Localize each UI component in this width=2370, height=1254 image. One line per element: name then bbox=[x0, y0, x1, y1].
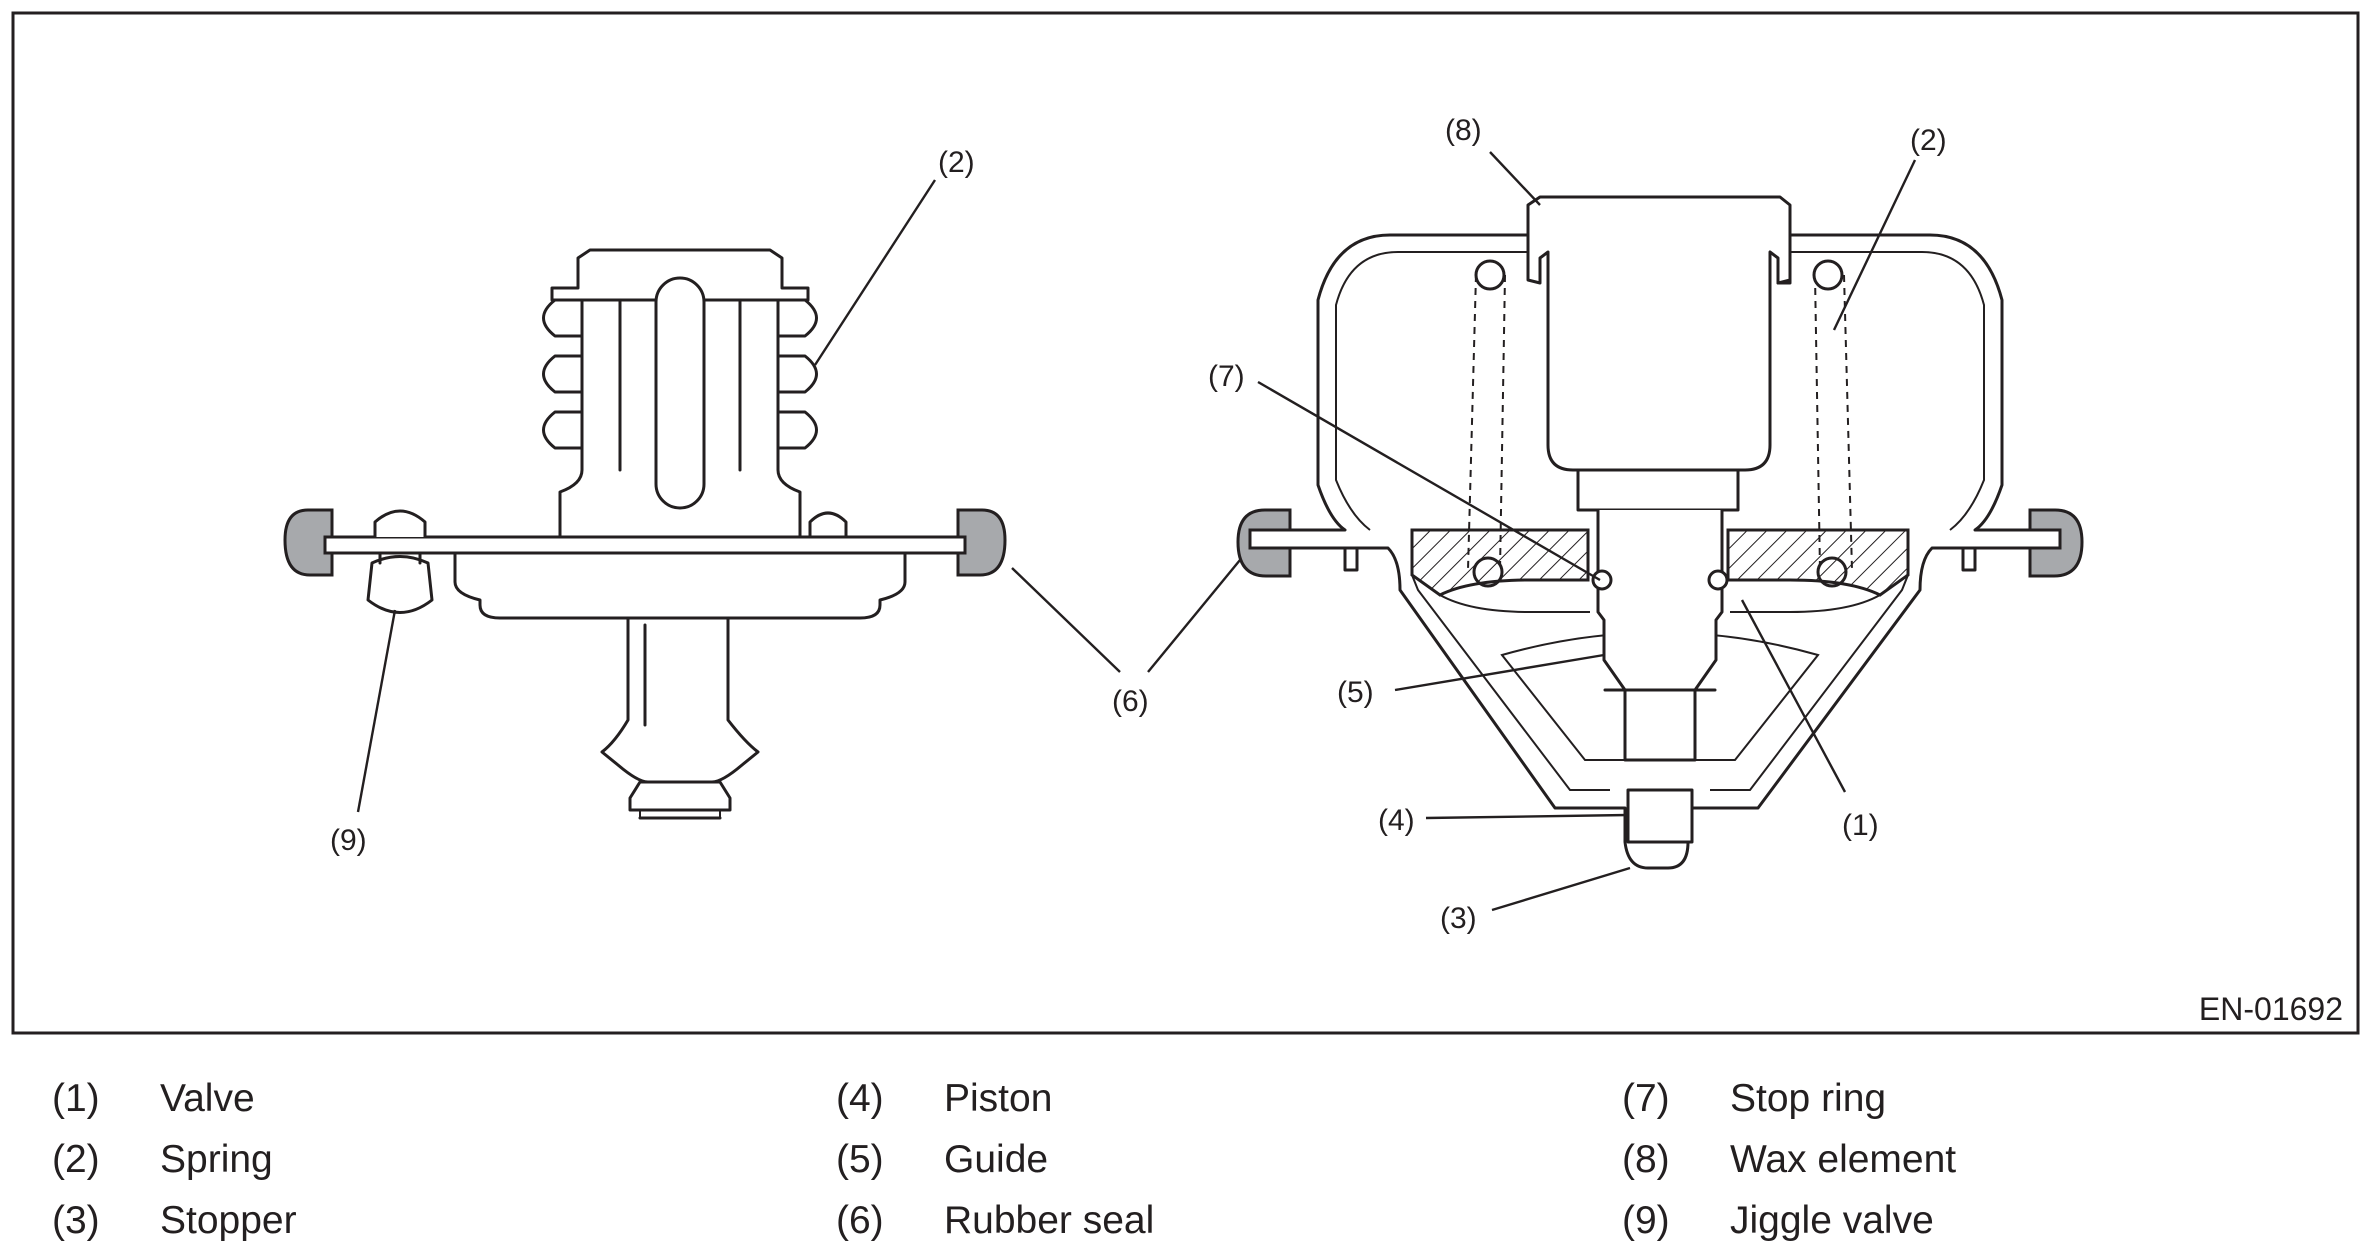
thermostat-section-view bbox=[1236, 195, 2084, 870]
legend-number: (5) bbox=[836, 1138, 884, 1181]
callout-2-right: (2) bbox=[1910, 124, 1947, 157]
jiggle-valve bbox=[366, 509, 434, 614]
wax-element bbox=[1526, 195, 1792, 512]
callout-8: (8) bbox=[1445, 114, 1482, 147]
figure-code: EN-01692 bbox=[2199, 991, 2343, 1027]
figure-frame bbox=[11, 11, 2360, 1035]
callout-4: (4) bbox=[1378, 804, 1415, 837]
legend-label: Stopper bbox=[160, 1199, 297, 1242]
legend-label: Spring bbox=[160, 1138, 273, 1181]
legend-number: (3) bbox=[52, 1199, 100, 1242]
legend-number: (9) bbox=[1622, 1199, 1670, 1242]
legend-number: (8) bbox=[1622, 1138, 1670, 1181]
rubber-seal-left-view-left bbox=[283, 508, 334, 577]
legend-label: Valve bbox=[160, 1077, 255, 1120]
rubber-seal-section-right bbox=[2028, 508, 2084, 578]
stop-ring-left bbox=[1591, 569, 1613, 591]
legend-label: Stop ring bbox=[1730, 1077, 1887, 1120]
callout-1: (1) bbox=[1842, 809, 1879, 842]
callout-3: (3) bbox=[1440, 902, 1477, 935]
legend-number: (1) bbox=[52, 1077, 100, 1120]
legend-label: Guide bbox=[944, 1138, 1049, 1181]
callout-7: (7) bbox=[1208, 360, 1245, 393]
legend-label: Piston bbox=[944, 1077, 1053, 1120]
callout-5: (5) bbox=[1337, 676, 1374, 709]
legend: (1) Valve (2) Spring (3) Stopper (4) Pis… bbox=[0, 1055, 2370, 1245]
legend-label: Jiggle valve bbox=[1730, 1199, 1934, 1242]
legend-label: Wax element bbox=[1730, 1138, 1957, 1181]
rubber-seal-section-left bbox=[1236, 508, 1292, 578]
rubber-seal-left-view-right bbox=[956, 508, 1007, 577]
legend-number: (2) bbox=[52, 1138, 100, 1181]
legend-number: (4) bbox=[836, 1077, 884, 1120]
callout-9: (9) bbox=[330, 824, 367, 857]
legend-number: (7) bbox=[1622, 1077, 1670, 1120]
stop-ring-right bbox=[1707, 569, 1729, 591]
legend-label: Rubber seal bbox=[944, 1199, 1155, 1242]
piston-tip bbox=[1626, 788, 1694, 844]
thermostat-exterior-view bbox=[283, 248, 1007, 820]
callout-2-left: (2) bbox=[938, 146, 975, 179]
legend-number: (6) bbox=[836, 1199, 884, 1242]
callout-6: (6) bbox=[1112, 685, 1149, 718]
leader-lines bbox=[356, 151, 1917, 912]
